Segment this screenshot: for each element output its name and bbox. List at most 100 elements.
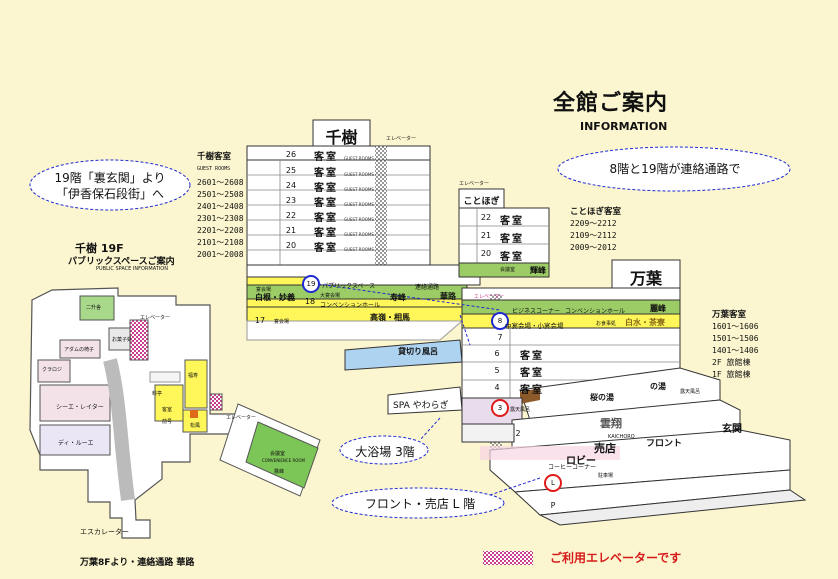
kotohogi-range-20: 2009～2012 (570, 243, 617, 252)
manyo-5-no: 5 (494, 366, 500, 375)
manyo-room-list: 万葉客室 1601～1606 1501～1506 1401～1406 2F 旅館… (712, 309, 759, 381)
senju-17-hall: 宴会場 (274, 319, 290, 325)
label-zengo: 前号 (162, 419, 173, 425)
label-nishoku: 二升舎 (86, 305, 102, 311)
label-connection-bottom: 万葉8Fより・連絡通路 華路 (80, 558, 195, 568)
label-conference-en: CONVENIENCE ROOM (262, 458, 306, 463)
callout-bubble-left (29, 159, 191, 211)
manyo-parking: 駐車場 (598, 473, 614, 479)
label-adam: アダムの椅子 (64, 347, 95, 353)
kotohogi-room-list: ことほぎ客室 2209～2212 2109～2112 2009～2012 (570, 206, 621, 254)
manyo-8-conv: コンベンションホール (565, 308, 626, 315)
senju-range-21: 2101～2108 (197, 238, 244, 247)
manyo-2-sign: 雲翔 (600, 417, 622, 430)
label-conference: 会議室 (270, 451, 286, 457)
label-private-bath: 貸切り風呂 (398, 347, 438, 356)
callout-bubble-front (331, 487, 505, 519)
callout-bubble-bath (339, 435, 429, 465)
callout-left: 19階「裏玄関」より 「伊香保石段街」へ (40, 170, 180, 202)
label-kiri: 霧峰 (274, 469, 285, 475)
senju-floor-21-no: 21 (285, 226, 297, 235)
manyo-P-no: P (550, 501, 556, 510)
senju-floor-25-no: 25 (285, 166, 297, 175)
senju-floor-24-no: 24 (285, 181, 297, 190)
kotohogi-19-right: 輝峰 (530, 266, 546, 275)
manyo-3-label: 露天風呂 (510, 407, 531, 413)
manyo-6-no: 6 (494, 349, 500, 358)
sign-kotohogi: ことほぎ (463, 197, 500, 207)
elevator-marker-3: 3 (491, 399, 509, 417)
senju-17-right: 高嶺・相馬 (370, 313, 410, 322)
senju-18-names: 白根・妙義 (255, 293, 295, 302)
kotohogi-21-label: 客室 (500, 234, 524, 245)
senju-rooms-header: 千樹客室 (197, 152, 232, 162)
kotohogi-tower (458, 188, 550, 278)
manyo-range-15: 1501～1506 (712, 334, 759, 343)
senju-range-26: 2601～2608 (197, 178, 244, 187)
label-fukuju: 福寿 (188, 373, 199, 379)
kotohogi-rooms-header: ことほぎ客室 (570, 207, 622, 217)
kotohogi-elevator-label: エレベーター (459, 181, 490, 187)
kotohogi-22-label: 客室 (500, 216, 524, 227)
manyo-L-shop: 売店 (594, 442, 616, 455)
kotohogi-range-21: 2109～2112 (570, 231, 617, 240)
senju-floor-23-no: 23 (285, 196, 297, 205)
label-guest: 客室 (162, 407, 173, 413)
manyo-range-1f: 1F 旅館棟 (712, 370, 751, 379)
sign-manyo: 万葉 (629, 269, 662, 288)
label-elevator-left: エレベーター (140, 315, 171, 321)
manyo-7-no: 7 (497, 333, 503, 342)
senju-range-25: 2501～2508 (197, 190, 244, 199)
senju-19-kaji: 華路 (440, 292, 456, 301)
senju-floor-22-no: 22 (285, 211, 297, 220)
manyo-elevator-label: エレベーター (474, 294, 505, 300)
label-spa: SPA やわらぎ (393, 401, 449, 411)
floorplan-title: 千樹 19F (75, 242, 124, 255)
senju-rooms-header-en: GUEST ROOMS (197, 166, 231, 172)
legend-text: ご利用エレベーターです (550, 551, 682, 565)
senju-range-23: 2301～2308 (197, 214, 244, 223)
label-kitchen: 料亭 (152, 391, 163, 397)
manyo-3-bath2: の湯 (650, 382, 666, 391)
callout-left-line1: 19階「裏玄関」より (54, 171, 166, 185)
senju-range-24: 2401～2408 (197, 202, 244, 211)
manyo-3-open: 露天風呂 (680, 389, 701, 395)
callout-front: フロント・売店 L 階 (364, 497, 476, 511)
senju-17-no: 17 (254, 316, 266, 325)
kotohogi-20-no: 20 (480, 249, 492, 258)
manyo-6-label: 客室 (520, 351, 544, 362)
kotohogi-22-no: 22 (480, 213, 492, 222)
manyo-7-dining: お食事処 (596, 321, 617, 327)
manyo-L-coffee: コーヒーコーナー (548, 464, 597, 471)
senju-range-20: 2001～2008 (197, 250, 244, 259)
manyo-5-label: 客室 (520, 368, 544, 379)
senju-tower (246, 119, 481, 341)
callout-left-line2: 「伊香保石段街」へ (55, 187, 164, 202)
senju-18-label: 大宴会場 (320, 293, 341, 299)
manyo-3-bath1: 桜の湯 (590, 393, 614, 402)
page-title: 全館ご案内 (553, 91, 669, 116)
manyo-tower (317, 259, 807, 526)
callout-bubble-right (557, 146, 791, 192)
manyo-L-entrance: 玄関 (722, 424, 742, 435)
kotohogi-range-22: 2209～2212 (570, 219, 617, 228)
elevator-marker-8: 8 (491, 312, 509, 330)
manyo-L-front: フロント (646, 439, 683, 449)
manyo-8-biz: ビジネスコーナー (512, 308, 561, 315)
legend-elevator-swatch (483, 551, 533, 565)
manyo-L-lobby: ロビー (566, 456, 596, 467)
senju-range-22: 2201～2208 (197, 226, 244, 235)
senju-18-hall: 宴会場 (256, 287, 272, 293)
manyo-4-no: 4 (494, 383, 500, 392)
floorplan-subtitle: パブリックスペースご案内 (68, 257, 175, 267)
label-theater: シーエ・レイター (56, 404, 104, 411)
page-subtitle: INFORMATION (580, 120, 668, 133)
manyo-7-sign: 白水・茶寮 (625, 318, 665, 327)
floorplan-subtitle-en: PUBLIC SPACE INFORMATION (96, 266, 168, 272)
senju-18-no: 18 (304, 297, 316, 306)
